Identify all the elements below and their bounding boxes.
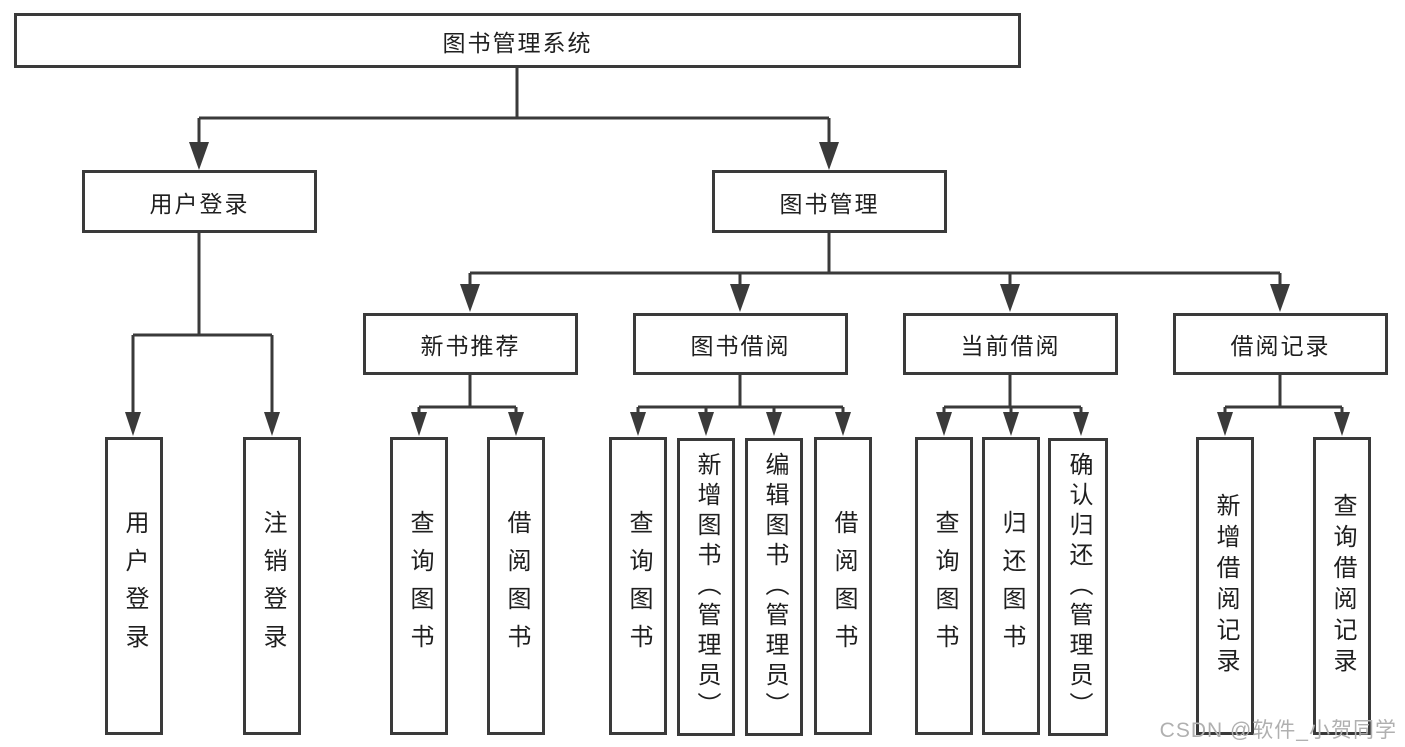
node-add-borrow-record: 新增借阅记录 [1196,437,1254,735]
node-label: 图书管理 [779,190,880,217]
node-label: 查询图书 [406,510,433,662]
node-label: 新增图书（管理员） [693,452,720,722]
node-query-books-borrow: 查询图书 [609,437,667,735]
node-query-books-current: 查询图书 [915,437,973,735]
node-borrowing-records: 借阅记录 [1173,313,1388,375]
node-book-borrowing: 图书借阅 [633,313,848,375]
arrowheads [125,142,1350,436]
node-label: 新书推荐 [420,333,521,359]
node-borrow-books-op: 借阅图书 [814,437,872,735]
node-label: 新增借阅记录 [1212,493,1239,679]
node-label: 图书管理系统 [442,29,593,56]
node-user-login-op: 用户登录 [105,437,163,735]
node-label: 用户登录 [149,190,250,217]
node-edit-books-admin: 编辑图书（管理员） [745,438,803,736]
node-label: 查询借阅记录 [1329,493,1356,679]
node-label: 查询图书 [931,510,958,662]
node-label: 当前借阅 [960,333,1061,359]
node-book-management: 图书管理 [712,170,947,233]
node-query-books-recommend: 查询图书 [390,437,448,735]
node-label: 确认归还（管理员） [1065,452,1092,722]
node-borrow-books-recommend: 借阅图书 [487,437,545,735]
node-confirm-return-admin: 确认归还（管理员） [1048,438,1108,736]
node-label: 归还图书 [998,510,1025,662]
node-query-borrow-record: 查询借阅记录 [1313,437,1371,735]
node-label: 用户登录 [121,510,148,662]
node-current-borrowing: 当前借阅 [903,313,1118,375]
node-label: 注销登录 [259,510,286,662]
node-logout-op: 注销登录 [243,437,301,735]
node-label: 查询图书 [625,510,652,662]
node-new-book-recommend: 新书推荐 [363,313,578,375]
node-label: 图书借阅 [690,333,791,359]
node-label: 借阅图书 [503,510,530,662]
node-user-login: 用户登录 [82,170,317,233]
node-label: 借阅图书 [830,510,857,662]
node-label: 编辑图书（管理员） [761,452,788,722]
node-library-system: 图书管理系统 [14,13,1021,68]
node-label: 借阅记录 [1230,333,1331,359]
node-return-books: 归还图书 [982,437,1040,735]
node-add-books-admin: 新增图书（管理员） [677,438,735,736]
csdn-watermark: CSDN @软件_小贺同学 [1159,719,1397,742]
